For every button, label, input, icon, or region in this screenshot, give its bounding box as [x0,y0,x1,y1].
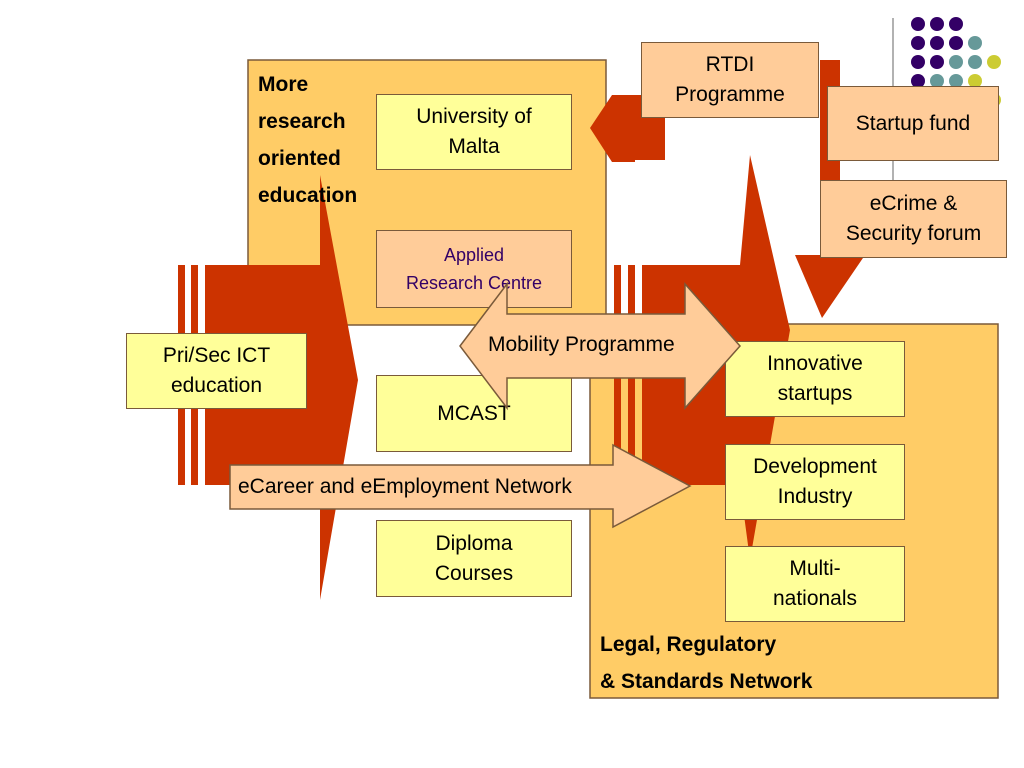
prisec-ict-education-box: Pri/Sec ICT education [126,333,307,409]
applied-research-centre-box: Applied Research Centre [376,230,572,308]
rtdi-programme-box: RTDI Programme [641,42,819,118]
ecrime-security-forum-box: eCrime & Security forum [820,180,1007,258]
legal-panel-title: Legal, Regulatory & Standards Network [600,633,813,693]
multinationals-box: Multi- nationals [725,546,905,622]
ecareer-network-label: eCareer and eEmployment Network [238,475,572,498]
development-industry-box: Development Industry [725,444,905,520]
innovative-startups-box: Innovative startups [725,341,905,417]
education-panel-title: More research oriented education [258,73,358,207]
mobility-programme-arrow [459,281,742,411]
ecareer-arrow [229,443,692,529]
mobility-programme-label: Mobility Programme [488,333,675,356]
university-of-malta-box: University of Malta [376,94,572,170]
mcast-box: MCAST [376,375,572,452]
startup-fund-box: Startup fund [827,86,999,161]
diploma-courses-box: Diploma Courses [376,520,572,597]
